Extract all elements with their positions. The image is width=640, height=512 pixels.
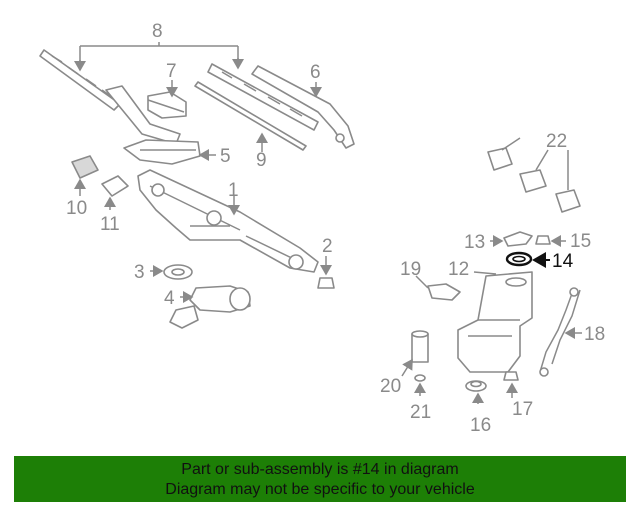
cowl-5 [123, 139, 201, 165]
callout-15[interactable]: 15 [570, 231, 591, 252]
cap-13 [503, 231, 533, 247]
callout-13-group: 13 [464, 231, 533, 253]
footer-line-1: Part or sub-assembly is #14 in diagram [181, 461, 459, 478]
callout-11[interactable]: 11 [100, 214, 120, 235]
wiper-blade-left [39, 49, 121, 111]
callout-6[interactable]: 6 [310, 62, 321, 83]
callout-8-group: 8 [74, 21, 244, 72]
callout-3[interactable]: 3 [134, 262, 145, 283]
footer-banner: Part or sub-assembly is #14 in diagram D… [14, 456, 626, 502]
footer-line-2: Diagram may not be specific to your vehi… [165, 481, 475, 498]
callout-7-group: 7 [147, 61, 187, 119]
callout-11-group: 11 [100, 175, 129, 235]
callout-13[interactable]: 13 [464, 232, 485, 253]
arm-cap-7 [147, 91, 187, 119]
seal-14 [505, 251, 533, 267]
hose-18 [539, 287, 581, 373]
callout-22[interactable]: 22 [546, 131, 567, 152]
callout-12[interactable]: 12 [448, 259, 469, 280]
callout-21[interactable]: 21 [410, 402, 431, 423]
callout-22-group: 22 [487, 131, 581, 213]
callout-19[interactable]: 19 [400, 259, 421, 280]
wiper-blade-right [207, 63, 319, 131]
callout-17[interactable]: 17 [512, 399, 533, 420]
callout-20[interactable]: 20 [380, 376, 401, 397]
callout-16-group: 16 [465, 380, 491, 436]
seal-21 [414, 374, 426, 382]
wiper-arm-left [105, 85, 181, 145]
grommet-2 [317, 277, 335, 289]
callout-10[interactable]: 10 [66, 198, 87, 219]
callout-1[interactable]: 1 [228, 180, 239, 201]
bracket-19 [427, 283, 461, 301]
callout-10-group: 10 [66, 155, 99, 219]
callout-4[interactable]: 4 [164, 288, 175, 309]
clip-10 [71, 155, 99, 179]
callout-17-group: 17 [503, 371, 533, 420]
parts-diagram: 8 9 6 7 5 [39, 21, 605, 436]
wiper-arm-6 [251, 65, 355, 149]
bracket-11 [101, 175, 129, 197]
callout-14-group: 14 [505, 251, 574, 272]
callout-9-group: 9 [194, 81, 307, 171]
callout-2[interactable]: 2 [322, 236, 333, 257]
callout-3-group: 3 [134, 262, 193, 283]
callout-18-group: 18 [539, 287, 605, 377]
callout-20-group: 20 [380, 330, 429, 397]
callout-16[interactable]: 16 [470, 415, 491, 436]
pump-20 [411, 333, 429, 363]
callout-14[interactable]: 14 [552, 251, 574, 272]
callout-15-group: 15 [535, 231, 591, 252]
bracket-8 [79, 42, 239, 68]
callout-21-group: 21 [410, 374, 431, 423]
callout-8[interactable]: 8 [152, 21, 163, 42]
blade-refill-9 [194, 81, 307, 151]
callout-5[interactable]: 5 [220, 146, 231, 167]
callout-18[interactable]: 18 [584, 324, 605, 345]
callout-1-group: 1 [137, 169, 319, 273]
grommet-17 [503, 371, 519, 381]
linkage-1 [137, 169, 319, 273]
callout-9[interactable]: 9 [256, 150, 267, 171]
callout-5-group: 5 [123, 139, 231, 167]
callout-7[interactable]: 7 [166, 61, 177, 82]
nozzle-22a [487, 147, 513, 171]
nozzle-22b [519, 169, 547, 193]
reservoir-12 [457, 271, 533, 373]
nozzle-22c [555, 189, 581, 213]
callout-6-group: 6 [251, 62, 355, 149]
callout-4-group: 4 [164, 285, 251, 329]
callout-12-group: 12 [448, 259, 533, 373]
callout-2-group: 2 [317, 236, 335, 289]
plug-15 [535, 235, 551, 245]
callout-19-group: 19 [400, 259, 461, 301]
